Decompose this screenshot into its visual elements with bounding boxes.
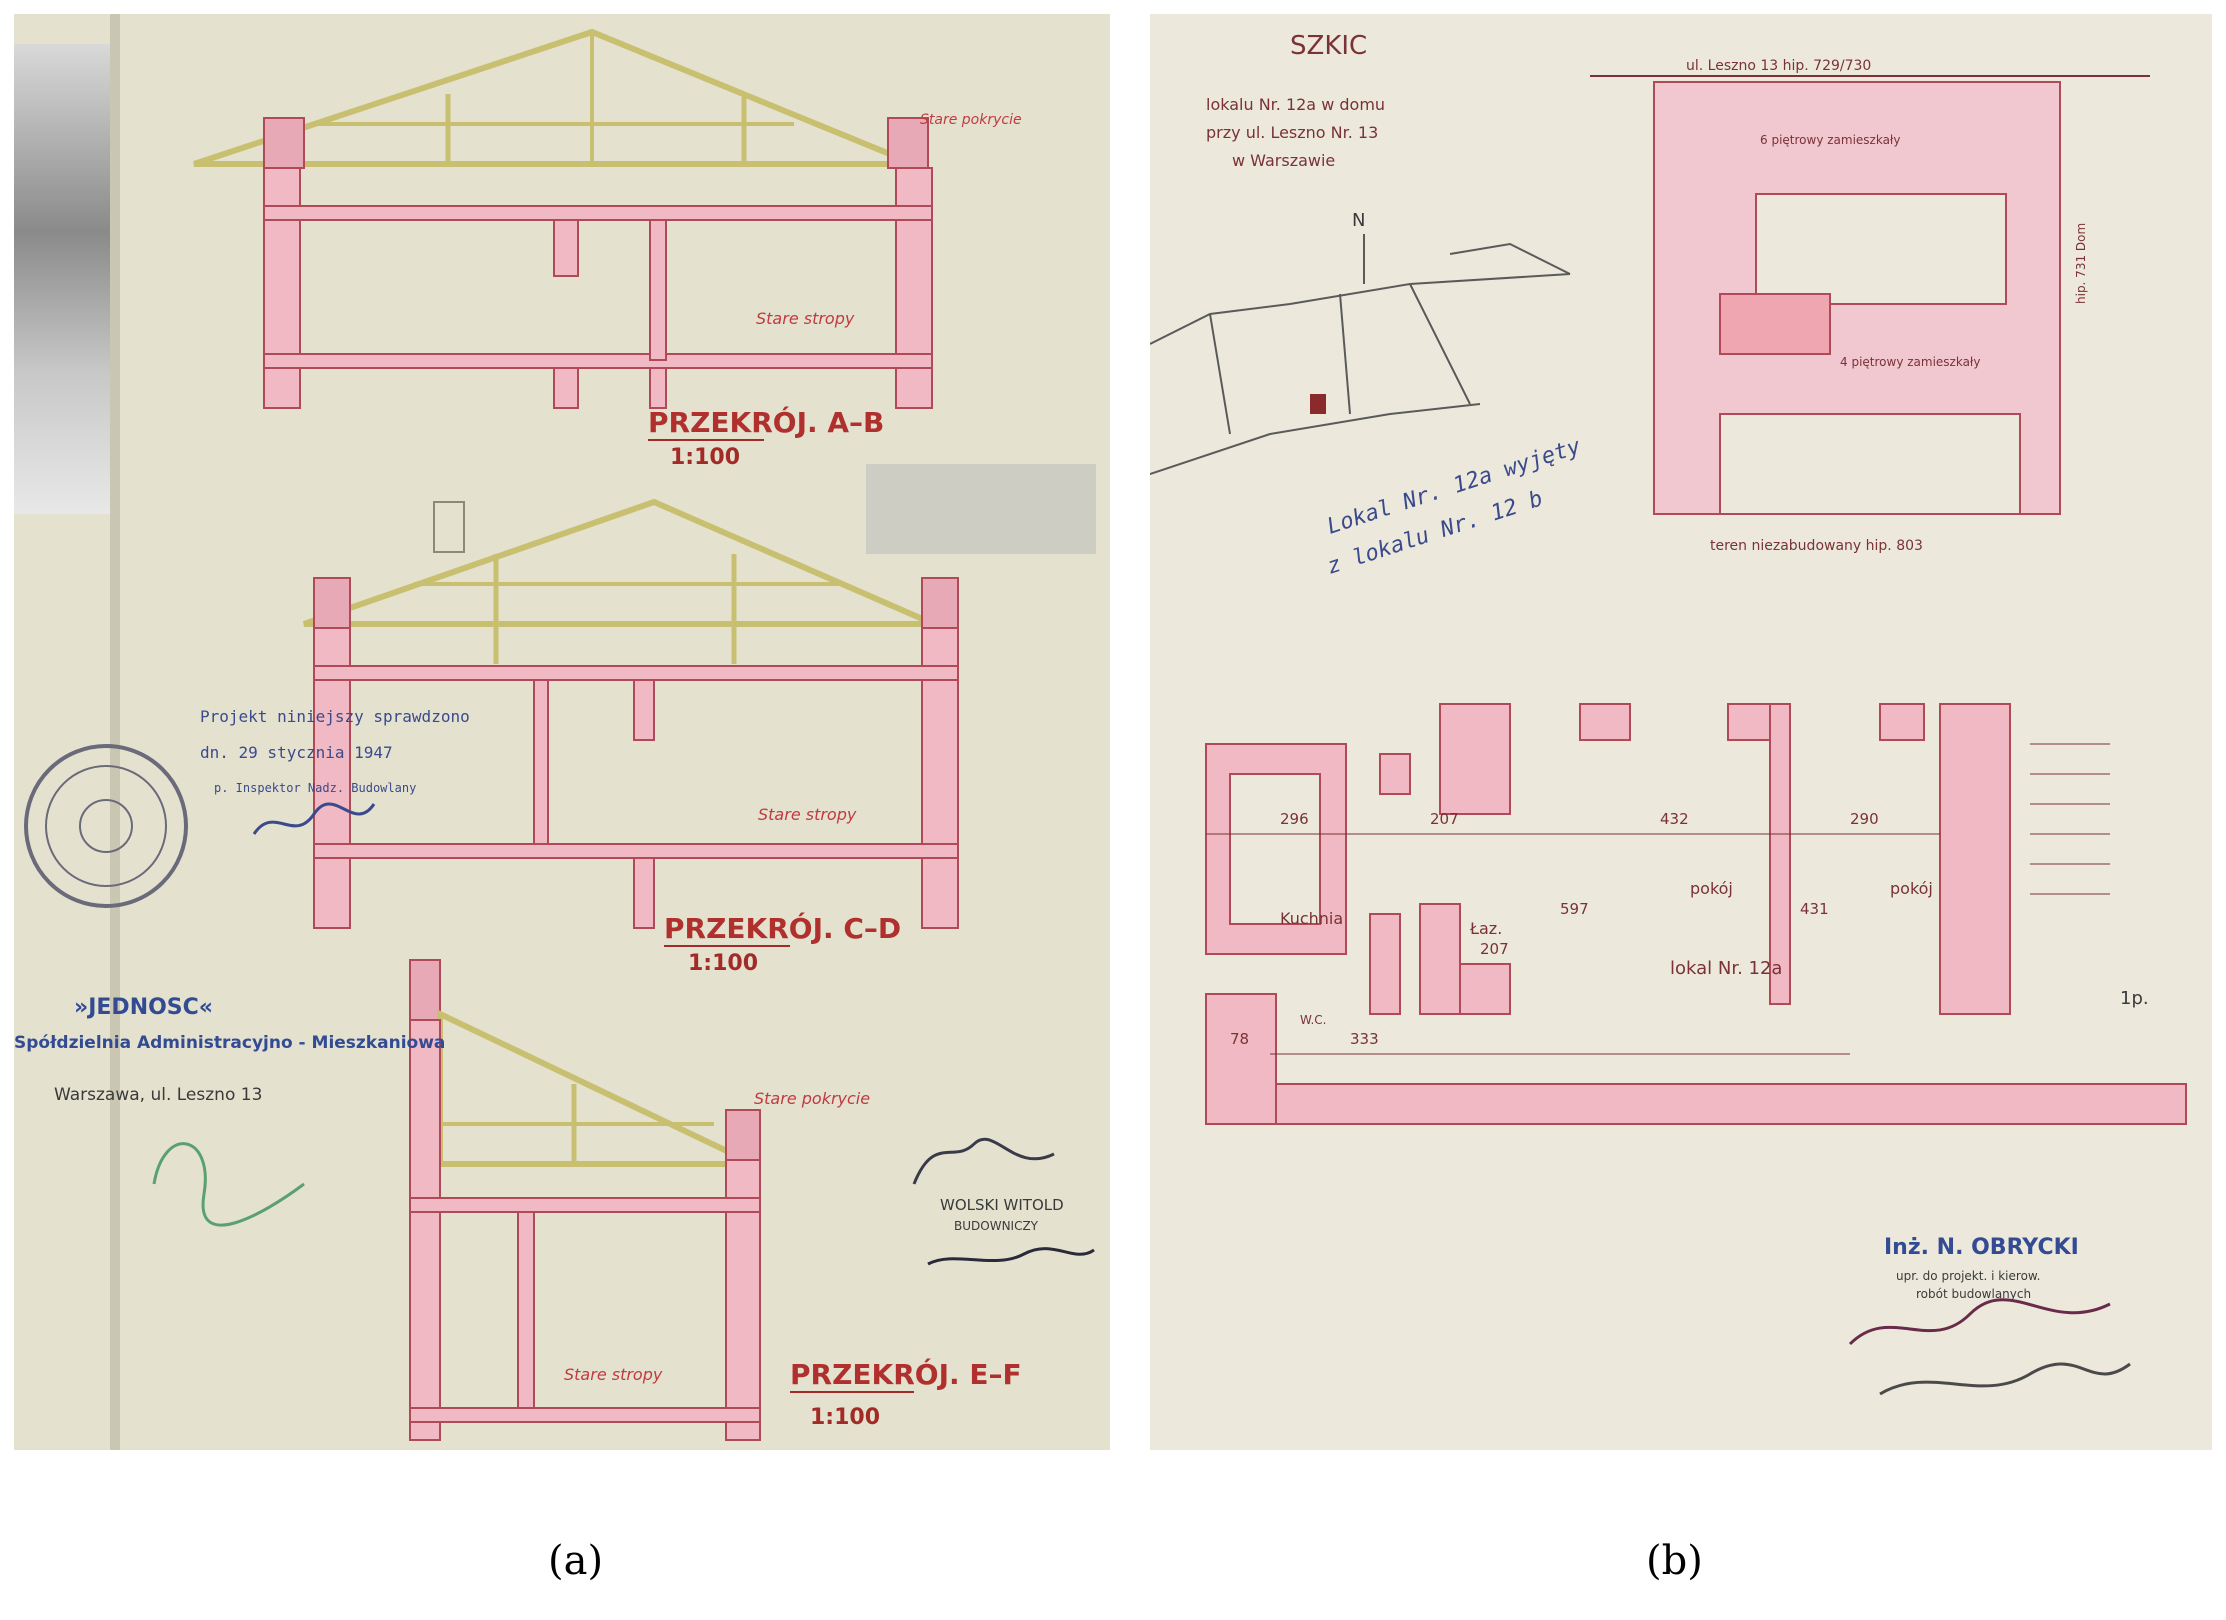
engineer-stamp-a: WOLSKI WITOLD BUDOWNICZY — [912, 1137, 1095, 1266]
panel-a-svg: Stare stropy Stare pokrycie PRZEKRÓJ. A–… — [14, 14, 1096, 1450]
binding-edge — [110, 14, 120, 1450]
site-top-label: ul. Leszno 13 hip. 729/730 — [1686, 58, 1871, 74]
handwritten-note: Lokal Nr. 12a wyjęty z lokalu Nr. 12 b — [1324, 434, 1584, 580]
section-a-b-title: PRZEKRÓJ. A–B — [648, 405, 884, 439]
svg-text:4 piętrowy zamieszkały: 4 piętrowy zamieszkały — [1840, 355, 1980, 369]
svg-text:hip. 731 Dom: hip. 731 Dom — [2074, 223, 2088, 304]
room-wc: W.C. — [1300, 1013, 1327, 1027]
cooperative-stamp: »JEDNOSC« Spółdzielnia Administracyjno -… — [14, 995, 445, 1227]
sketch-title: SZKIC — [1290, 31, 1367, 61]
svg-text:robót budowlanych: robót budowlanych — [1916, 1287, 2031, 1301]
room-kuchnia: Kuchnia — [1280, 909, 1343, 928]
approval-note: Projekt niniejszy sprawdzono dn. 29 styc… — [200, 707, 470, 835]
section-c-d: Stare stropy PRZEKRÓJ. C–D 1:100 — [303, 498, 959, 976]
section-e-f-note: Stare stropy — [564, 1365, 663, 1384]
svg-text:WOLSKI WITOLD: WOLSKI WITOLD — [940, 1196, 1064, 1214]
photo-strip — [14, 44, 110, 514]
engineer-stamp-b: Inż. N. OBRYCKI upr. do projekt. i kiero… — [1848, 1235, 2131, 1396]
svg-text:Inż. N. OBRYCKI: Inż. N. OBRYCKI — [1884, 1235, 2079, 1260]
svg-text:Warszawa, ul. Leszno 13: Warszawa, ul. Leszno 13 — [54, 1085, 262, 1105]
svg-text:BUDOWNICZY: BUDOWNICZY — [954, 1219, 1039, 1233]
panel-b-svg: SZKIC lokalu Nr. 12a w domu przy ul. Les… — [1150, 31, 2187, 1396]
svg-text:N: N — [1352, 210, 1365, 231]
round-seal — [24, 744, 188, 908]
svg-text:lokalu Nr. 12a w domu: lokalu Nr. 12a w domu — [1206, 95, 1385, 114]
svg-text:»JEDNOSC«: »JEDNOSC« — [74, 995, 213, 1020]
svg-text:296: 296 — [1280, 810, 1309, 828]
section-e-f-title: PRZEKRÓJ. E–F — [790, 1357, 1022, 1391]
section-e-f-scale: 1:100 — [810, 1405, 880, 1430]
room-lazienka: Łaz. — [1469, 919, 1502, 938]
section-c-d-scale: 1:100 — [688, 951, 758, 976]
section-e-f: Stare pokrycie Stare stropy PRZEKRÓJ. E–… — [409, 959, 1022, 1441]
section-c-d-note: Stare stropy — [758, 805, 857, 824]
svg-text:597: 597 — [1560, 900, 1589, 918]
section-a-b-scale: 1:100 — [670, 445, 740, 470]
svg-text:207: 207 — [1430, 810, 1459, 828]
panel-a-section-drawings: Stare stropy Stare pokrycie PRZEKRÓJ. A–… — [14, 14, 1110, 1450]
street-map: N — [1150, 210, 1571, 475]
svg-text:207: 207 — [1480, 940, 1509, 958]
svg-text:Spółdzielnia Administracyjno -: Spółdzielnia Administracyjno - Mieszkani… — [14, 1033, 445, 1053]
panel-b-plan-sketch: SZKIC lokalu Nr. 12a w domu przy ul. Les… — [1150, 14, 2212, 1450]
section-a-b-note: Stare stropy — [756, 309, 855, 328]
grey-stamp — [866, 464, 1096, 554]
svg-text:Projekt niniejszy sprawdzono: Projekt niniejszy sprawdzono — [200, 707, 470, 726]
site-bottom-label: teren niezabudowany hip. 803 — [1710, 538, 1923, 554]
svg-text:p. Inspektor Nadz. Budowlany: p. Inspektor Nadz. Budowlany — [214, 781, 416, 795]
svg-text:290: 290 — [1850, 810, 1879, 828]
section-a-b: Stare stropy Stare pokrycie PRZEKRÓJ. A–… — [193, 28, 1022, 470]
svg-text:333: 333 — [1350, 1030, 1379, 1048]
site-plan: ul. Leszno 13 hip. 729/730 6 piętrowy za… — [1590, 58, 2150, 554]
svg-text:upr. do projekt. i kierow.: upr. do projekt. i kierow. — [1896, 1269, 2040, 1283]
unit-label: lokal Nr. 12a — [1670, 958, 1782, 979]
stair-label: 1p. — [2120, 988, 2149, 1009]
room-pokoj-1: pokój — [1690, 879, 1733, 898]
room-pokoj-2: pokój — [1890, 879, 1933, 898]
section-c-d-title: PRZEKRÓJ. C–D — [664, 911, 901, 945]
svg-text:dn. 29 stycznia 1947: dn. 29 stycznia 1947 — [200, 743, 393, 762]
svg-text:432: 432 — [1660, 810, 1689, 828]
svg-text:przy ul. Leszno Nr. 13: przy ul. Leszno Nr. 13 — [1206, 123, 1378, 142]
floor-plan: 296 207 432 290 597 431 333 207 78 Kuchn… — [1205, 703, 2187, 1125]
section-e-f-roof-note: Stare pokrycie — [754, 1089, 870, 1108]
label-b: (b) — [1646, 1538, 1703, 1584]
svg-text:78: 78 — [1230, 1030, 1249, 1048]
section-a-b-roof-note: Stare pokrycie — [920, 112, 1022, 128]
label-a: (a) — [548, 1538, 604, 1584]
svg-text:431: 431 — [1800, 900, 1829, 918]
svg-text:6 piętrowy zamieszkały: 6 piętrowy zamieszkały — [1760, 133, 1900, 147]
svg-text:w Warszawie: w Warszawie — [1232, 151, 1335, 170]
